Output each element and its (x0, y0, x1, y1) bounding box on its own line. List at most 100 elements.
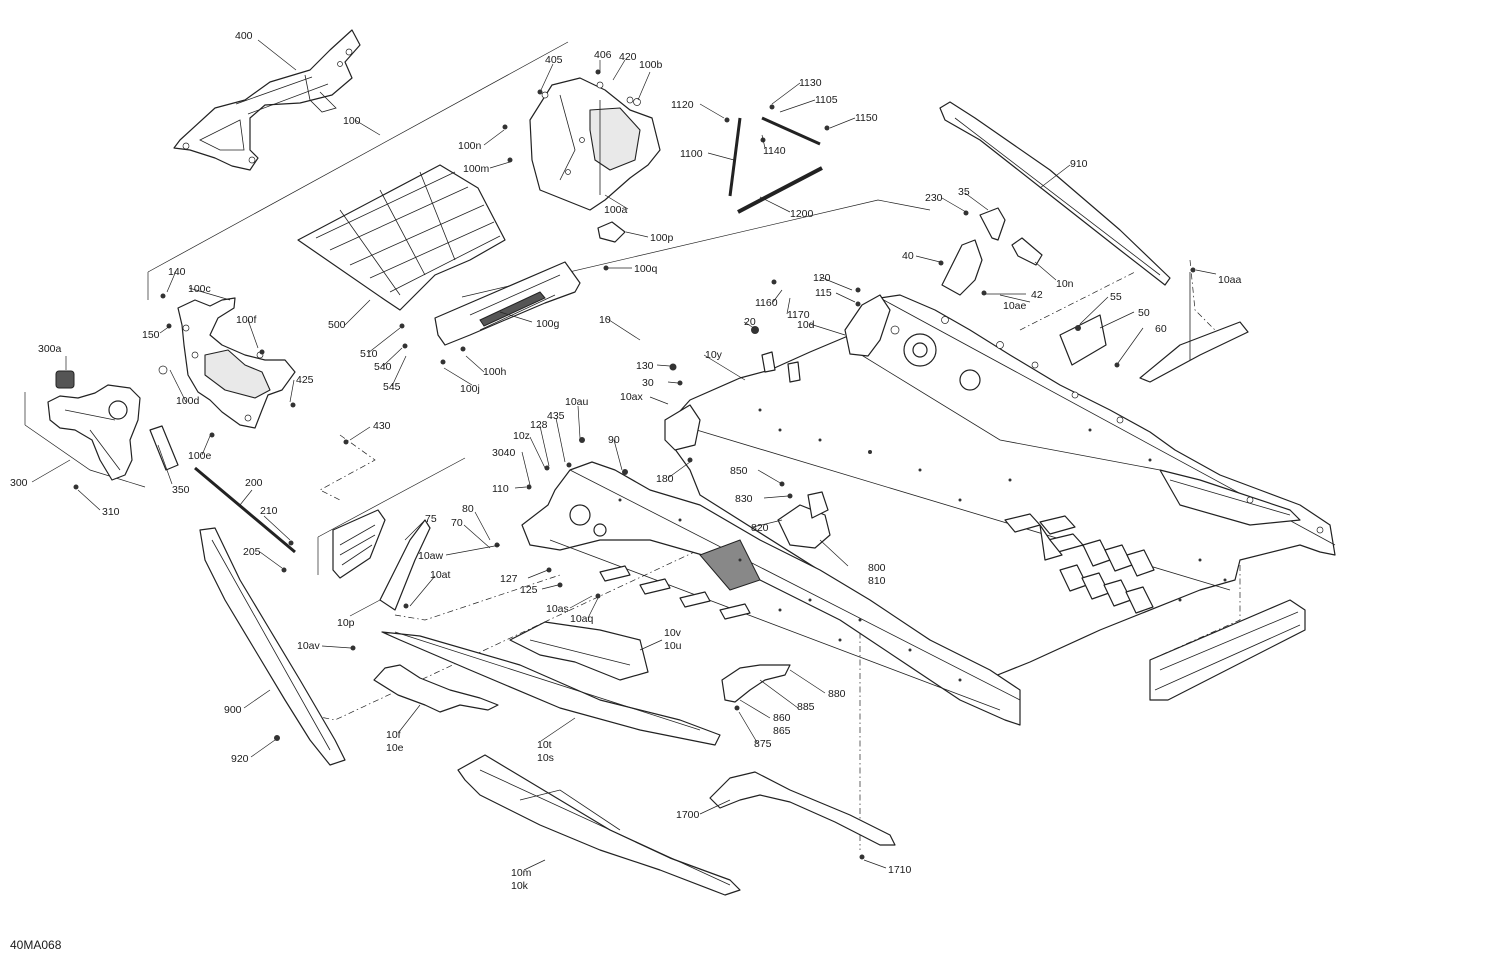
part-100p (597, 221, 626, 243)
label-300: 300 (10, 477, 28, 489)
label-100p: 100p (650, 232, 674, 244)
label-10k: 10k (511, 880, 529, 892)
label-100a: 100a (604, 204, 628, 216)
label-100f: 100f (236, 314, 257, 326)
side-plate-slots (599, 565, 751, 620)
part-rear-bumper (1149, 599, 1306, 701)
label-10ax: 10ax (620, 391, 644, 403)
label-420: 420 (619, 51, 637, 63)
label-100q: 100q (634, 263, 658, 275)
label-42: 42 (1031, 289, 1043, 301)
label-875: 875 (754, 738, 772, 750)
label-10n: 10n (1056, 278, 1074, 290)
label-120: 120 (813, 272, 831, 284)
label-400: 400 (235, 30, 253, 42)
label-80: 80 (462, 503, 474, 515)
part-10as (509, 621, 649, 681)
part-10n (1011, 237, 1043, 266)
part-100c (158, 297, 296, 429)
part-labels: 400 100 405 406 420 100b 100n 100m 100a … (10, 30, 1242, 892)
label-1160: 1160 (755, 297, 778, 309)
label-1700: 1700 (676, 809, 700, 821)
part-880 (721, 664, 791, 703)
label-10t: 10t (537, 739, 552, 751)
label-10: 10 (599, 314, 611, 326)
label-100e: 100e (188, 450, 212, 462)
label-10m: 10m (511, 867, 532, 879)
tunnel-slots (1004, 513, 1155, 614)
part-10ae (941, 239, 983, 296)
part-10ax (664, 404, 701, 451)
label-1170: 1170 (787, 309, 810, 321)
part-500 (297, 164, 506, 311)
label-830: 830 (735, 493, 753, 505)
label-10d: 10d (797, 319, 815, 331)
label-230: 230 (925, 192, 943, 204)
label-910: 910 (1070, 158, 1088, 170)
label-300a: 300a (38, 343, 62, 355)
label-405: 405 (545, 54, 563, 66)
label-1150: 1150 (855, 112, 878, 124)
label-150: 150 (142, 329, 160, 341)
label-40: 40 (902, 250, 914, 262)
label-100j: 100j (460, 383, 480, 395)
label-10f: 10f (386, 729, 401, 741)
label-820: 820 (751, 522, 769, 534)
label-1710: 1710 (888, 864, 912, 876)
part-910 (939, 101, 1171, 286)
label-1130: 1130 (799, 77, 822, 89)
part-50 (1059, 314, 1107, 366)
label-10au: 10au (565, 396, 589, 408)
part-10d (844, 294, 891, 357)
label-100: 100 (343, 115, 361, 127)
label-10aq: 10aq (570, 613, 594, 625)
label-75: 75 (425, 513, 437, 525)
label-50: 50 (1138, 307, 1150, 319)
part-10av-10t (381, 631, 721, 746)
label-210: 210 (260, 505, 278, 517)
diagram-reference-code: 40MA068 (10, 938, 62, 952)
rod-1200 (737, 166, 823, 214)
rod-1105 (761, 116, 821, 146)
part-10m (457, 754, 741, 896)
label-200: 200 (245, 477, 263, 489)
label-10aa: 10aa (1218, 274, 1242, 286)
label-10e: 10e (386, 742, 404, 754)
leader-lines (31, 39, 1217, 871)
label-90: 90 (608, 434, 620, 446)
label-205: 205 (243, 546, 261, 558)
label-920: 920 (231, 753, 249, 765)
part-10y (761, 351, 801, 383)
label-10y: 10y (705, 349, 723, 361)
label-130: 130 (636, 360, 654, 372)
label-810: 810 (868, 575, 886, 587)
label-430: 430 (373, 420, 391, 432)
label-865: 865 (773, 725, 791, 737)
label-100c: 100c (188, 283, 211, 295)
part-820 (777, 491, 831, 549)
label-10aw: 10aw (418, 550, 444, 562)
label-10at: 10at (430, 569, 451, 581)
label-10p: 10p (337, 617, 355, 629)
label-510: 510 (360, 348, 378, 360)
label-128: 128 (530, 419, 548, 431)
label-425: 425 (296, 374, 314, 386)
label-10u: 10u (664, 640, 682, 652)
part-35 (979, 207, 1006, 241)
label-180: 180 (656, 473, 674, 485)
label-100n: 100n (458, 140, 482, 152)
part-10z (521, 461, 1021, 726)
label-20: 20 (744, 316, 756, 328)
label-10s: 10s (537, 752, 554, 764)
label-100g: 100g (536, 318, 560, 330)
label-140: 140 (168, 266, 186, 278)
part-10f (373, 664, 499, 713)
part-10aa (1139, 272, 1249, 383)
label-500: 500 (328, 319, 346, 331)
label-115: 115 (815, 287, 832, 299)
part-10at (379, 519, 431, 611)
label-100b: 100b (639, 59, 663, 71)
label-10z: 10z (513, 430, 530, 442)
label-125: 125 (520, 584, 538, 596)
